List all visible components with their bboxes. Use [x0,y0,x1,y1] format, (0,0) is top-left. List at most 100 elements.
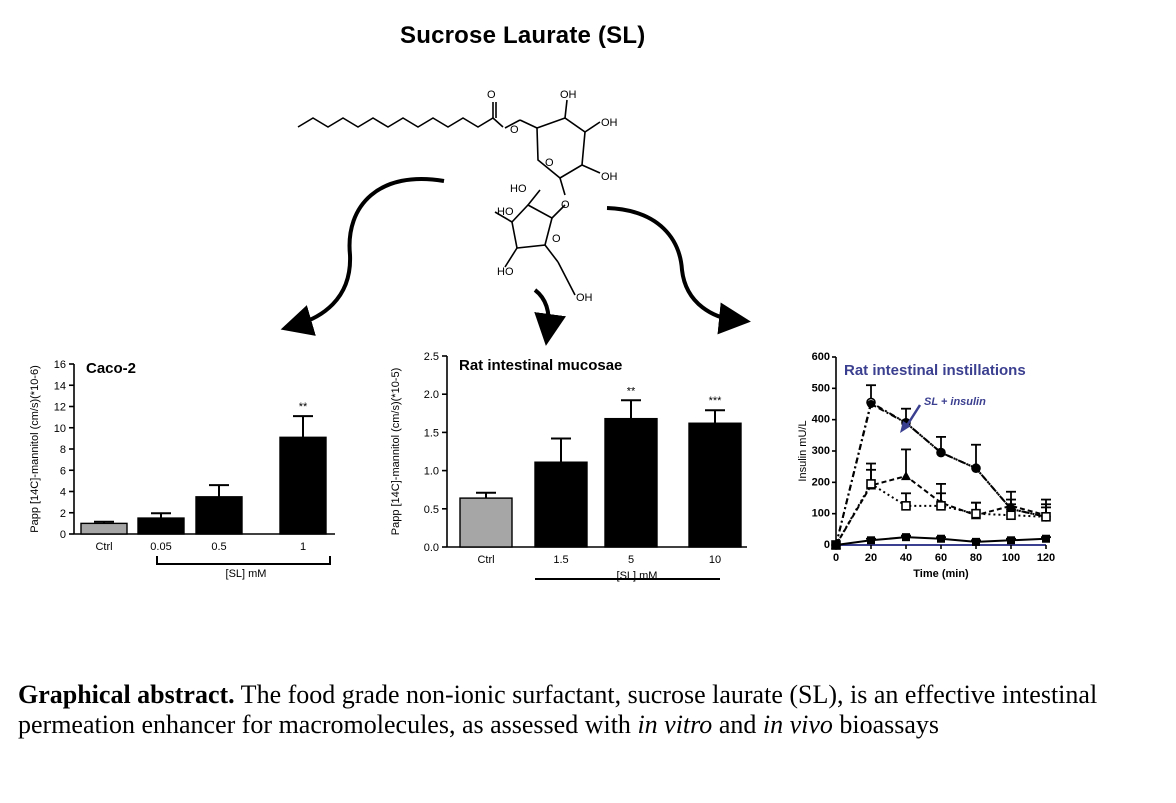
data-point [866,479,876,489]
atom-label: O [487,89,496,101]
y-tick-label: 14 [54,380,66,392]
data-point [901,501,911,511]
atom-label: O [545,157,554,169]
atom-label: OH [576,292,593,304]
atom-label: O [552,233,561,245]
caption-in-vivo: in vivo [762,710,833,739]
x-tick-label: 120 [1037,552,1055,564]
x-tick-label: 40 [900,552,912,564]
y-tick-label: 100 [812,508,830,520]
y-tick-label: 300 [812,445,830,457]
bar [688,422,742,548]
annotation: SL + insulin [924,396,986,408]
y-tick-label: 6 [60,465,66,477]
group-bracket [156,556,331,565]
data-point [1007,536,1015,545]
x-tick-label: Ctrl [95,541,112,553]
caption-text: and [712,710,763,739]
y-tick-label: 0.0 [424,542,439,554]
y-tick-label: 12 [54,402,66,414]
bar [80,522,128,535]
significance-label: ** [299,401,308,413]
laurate-chain [297,117,504,128]
x-tick-label: 80 [970,552,982,564]
bar [137,517,185,535]
y-tick-label: 16 [54,359,66,371]
data-point [936,501,946,511]
series-line [835,402,1047,546]
data-point [937,448,945,457]
y-tick-label: 8 [60,444,66,456]
y-tick-label: 0.5 [424,504,439,516]
x-axis-label: Time (min) [913,568,969,580]
data-point [971,508,981,519]
bar [604,417,658,548]
series-line [835,400,1047,546]
data-point [1006,510,1016,521]
y-tick-label: 600 [812,351,830,363]
data-point [902,533,910,542]
x-tick-label: 20 [865,552,877,564]
page-title: Sucrose Laurate (SL) [400,22,646,49]
data-point [972,464,980,473]
x-tick-label: 1.5 [553,554,568,566]
atom-label: HO [497,206,514,218]
y-tick-label: 0 [60,529,66,541]
y-tick-label: 2.5 [424,351,439,363]
atom-label: OH [601,117,618,129]
x-tick-label: 5 [628,554,634,566]
sucrose-laurate-structure: O OH OH O OH OH O O HO HO O HO OH [297,89,618,304]
annotation-arrow [904,404,922,428]
group-label: [SL] mM [617,570,658,582]
data-point [901,471,911,481]
atom-label: OH [601,171,618,183]
y-tick-label: 200 [812,476,830,488]
x-tick-label: 10 [709,554,721,566]
y-tick-label: 500 [812,382,830,394]
caption-lead: Graphical abstract. [18,680,235,709]
x-tick-label: 0.05 [150,541,171,553]
arrow-right [606,206,751,335]
x-tick-label: 0.5 [211,541,226,553]
caption-text: The food grade non-ionic surfactant, suc… [18,680,1098,739]
y-tick-label: 1.5 [424,427,439,439]
atom-label: HO [510,183,527,195]
chart-title: Rat intestinal instillations [844,362,1026,379]
y-tick-label: 4 [60,487,66,499]
y-tick-label: 2 [60,508,66,520]
data-point [832,541,840,549]
arrow-left [280,177,445,336]
significance-label: *** [709,395,723,407]
atom-label: HO [497,266,514,278]
atom-label: O [510,124,519,136]
caption-text: bioassays [832,710,940,739]
atom-label: O [561,199,570,211]
x-tick-label: 0 [833,552,839,564]
group-label: [SL] mM [226,568,267,580]
chart-title: Caco-2 [86,360,136,377]
significance-label: ** [627,385,636,397]
arrow-center [533,288,566,346]
x-tick-label: 60 [935,552,947,564]
y-tick-label: 1.0 [424,466,439,478]
y-axis-label: Papp [14C]-mannitol (cm/s)(*10-5) [390,368,402,536]
fructose-ring [511,204,553,249]
data-point [1041,512,1051,522]
atom-label: OH [560,89,577,101]
x-tick-label: 100 [1002,552,1020,564]
bar [534,461,588,548]
y-axis-label: Insulin mU/L [797,420,809,481]
arrows [280,177,751,346]
bar [195,496,243,535]
annotation-arrowhead [900,421,911,433]
data-point [937,534,945,543]
caption-in-vitro: in vitro [637,710,713,739]
chart-title: Rat intestinal mucosae [459,357,622,374]
data-point [972,537,980,546]
data-point [867,536,875,545]
y-tick-label: 10 [54,423,66,435]
y-tick-label: 2.0 [424,389,439,401]
x-tick-label: 1 [300,541,306,553]
